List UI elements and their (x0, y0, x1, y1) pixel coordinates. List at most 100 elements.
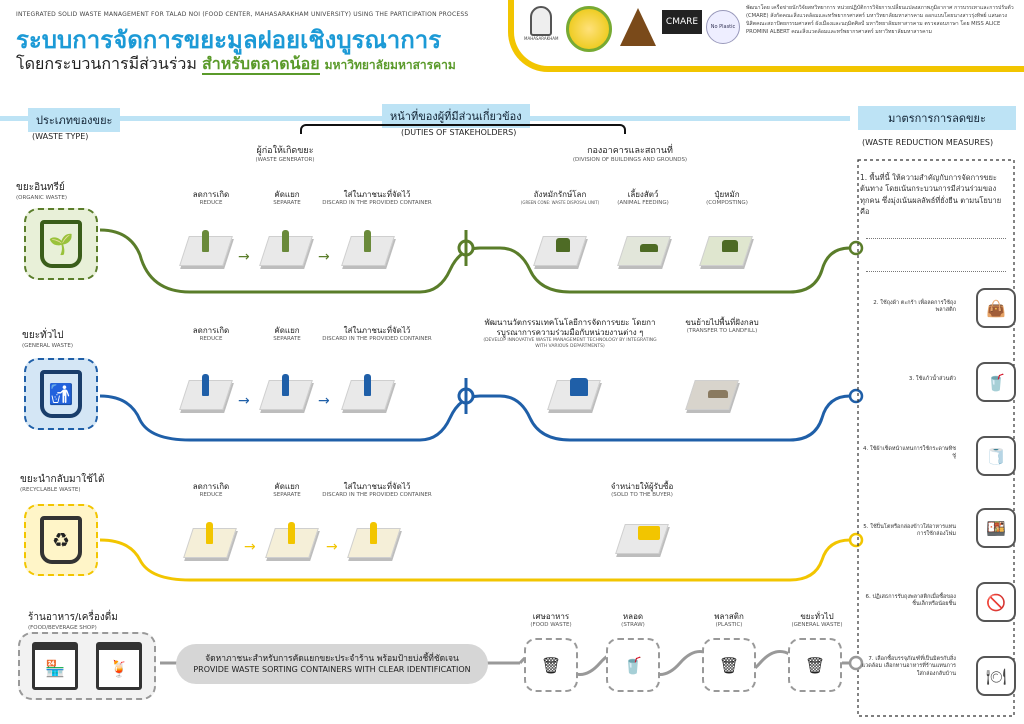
station-label-1: หลอด(STRAW) (598, 612, 668, 629)
noplastic-logo: No Plastic (706, 10, 740, 44)
person-trash-icon: 🚮 (40, 370, 82, 418)
recycle-step-1-th: คัดแยก (274, 482, 300, 491)
organic-tile-greencone (532, 232, 588, 272)
recycle-step-1-en: SEPARATE (273, 492, 301, 498)
division-en: (DIVISION OF BUILDINGS AND GROUNDS) (572, 157, 688, 164)
general-step-1-en: SEPARATE (273, 336, 301, 342)
general-title: ขยะทั่วไป (GENERAL WASTE) (22, 330, 112, 349)
recycle-step-0-th: ลดการเกิด (192, 482, 230, 491)
general-out-0: พัฒนานวัตกรรมเทคโนโลยีการจัดการขยะ โดยกา… (480, 318, 660, 349)
recycle-tile-discard (346, 522, 402, 564)
msu-logo: MAHASARAKHAM (524, 6, 558, 50)
tissue-icon: 🧻 (976, 436, 1016, 476)
measures-box (857, 159, 1015, 717)
organic-step-1-th: คัดแยก (274, 190, 300, 199)
generator-en: (WASTE GENERATOR) (255, 157, 315, 164)
measure-1: 1. พื้นที่นี้ ให้ความสำคัญกับการจัดการขย… (860, 173, 1002, 216)
organic-out-0: ถังหมักรักษ์โลก(GREEN CONE: WASTE DISPOS… (520, 190, 600, 205)
organic-step-0-th: ลดการเกิด (192, 190, 230, 199)
general-tile-separate (258, 374, 314, 416)
station-3-en: (GENERAL WASTE) (791, 622, 843, 628)
bag-icon: 👜 (976, 288, 1016, 328)
waste-type-heading: ประเภทของขยะ (28, 108, 121, 132)
cup-icon: 🥤 (976, 362, 1016, 402)
station-label-3: ขยะทั่วไป(GENERAL WASTE) (782, 612, 852, 629)
organic-step-0-en: REDUCE (199, 200, 223, 206)
general-tile-discard (340, 374, 396, 416)
waste-type-heading-en: (WASTE TYPE) (32, 132, 89, 141)
station-3-th: ขยะทั่วไป (800, 612, 834, 621)
recycle-out-0-th: จำหน่ายให้ผู้รับซื้อ (610, 482, 674, 491)
recycle-title: ขยะนำกลับมาใช้ได้ (RECYCLABLE WASTE) (20, 474, 130, 493)
organic-bin: 🌱 (24, 208, 98, 280)
organic-tile-discard (340, 230, 396, 272)
credit-text: พัฒนาโดย เครือข่ายนักวิจัยสหวิทยาการ หน่… (746, 5, 1014, 36)
subtitle-a: โดยกระบวนการมีส่วนร่วม (16, 54, 197, 73)
header-top-line: INTEGRATED SOLID WASTE MANAGEMENT FOR TA… (16, 11, 469, 18)
organic-name-en: (ORGANIC WASTE) (16, 194, 68, 201)
header: INTEGRATED SOLID WASTE MANAGEMENT FOR TA… (0, 0, 1024, 76)
recycle-icon: ♻ (40, 516, 82, 564)
recycle-out-0-en: (SOLD TO THE BUYER) (611, 492, 673, 498)
measure-5: 5. ใช้ปิ่นโตหรือกล่องข้าวใส่อาหารแทนการใ… (863, 524, 956, 538)
station-1-en: (STRAW) (621, 622, 645, 628)
recycle-step-2: ใส่ในภาชนะที่จัดไว้DISCARD IN THE PROVID… (312, 482, 442, 499)
general-out-0-en: (DEVELOP INNOVATIVE WASTE MANAGEMENT TEC… (483, 338, 657, 349)
organic-out-1-th: เลี้ยงสัตว์ (627, 190, 659, 199)
arrow-icon: → (238, 249, 250, 265)
shop-icon: 🍹 (96, 642, 142, 690)
organic-out-2-th: ปุ๋ยหมัก (714, 190, 740, 199)
arrow-icon: → (326, 539, 338, 555)
general-bin: 🚮 (24, 358, 98, 430)
shop-banner-en: PROVIDE WASTE SORTING CONTAINERS WITH CL… (193, 665, 471, 674)
plastic-bin-icon: 🗑 (702, 638, 756, 692)
recycle-name-en: (RECYCLABLE WASTE) (20, 486, 81, 493)
generator-th: ผู้ก่อให้เกิดขยะ (256, 146, 314, 156)
shop-banner-th: จัดหาภาชนะสำหรับการคัดแยกขยะประจำร้าน พร… (205, 654, 459, 664)
section-line-right (520, 116, 850, 121)
general-step-0-th: ลดการเกิด (192, 326, 230, 335)
straw-bin-icon: 🥤 (606, 638, 660, 692)
station-2-th: พลาสติก (714, 612, 744, 621)
measure-3: 3. ใช้แก้วน้ำส่วนตัว (908, 376, 956, 382)
general-step-2-en: DISCARD IN THE PROVIDED CONTAINER (322, 336, 432, 342)
general-out-1-en: (TRANSFER TO LANDFILL) (686, 328, 758, 334)
recycle-tile-buyer (614, 520, 670, 560)
organic-tile-reduce (178, 230, 234, 272)
station-label-0: เศษอาหาร(FOOD WASTE) (516, 612, 586, 629)
general-step-0-en: REDUCE (199, 336, 223, 342)
shop-name-en: (FOOD/BEVERAGE SHOP) (28, 624, 97, 631)
lunchbox-icon: 🍱 (976, 508, 1016, 548)
generator-label: ผู้ก่อให้เกิดขยะ (WASTE GENERATOR) (230, 146, 340, 164)
organic-out-1: เลี้ยงสัตว์(ANIMAL FEEDING) (608, 190, 678, 207)
general-step-2-th: ใส่ในภาชนะที่จัดไว้ (343, 326, 411, 335)
organic-step-2-en: DISCARD IN THE PROVIDED CONTAINER (322, 200, 432, 206)
subtitle-c: มหาวิทยาลัยมหาสารคาม (324, 58, 456, 72)
recycle-tile-separate (264, 522, 320, 564)
recycle-out-0: จำหน่ายให้ผู้รับซื้อ(SOLD TO THE BUYER) (592, 482, 692, 499)
food-waste-bin-icon: 🗑 (524, 638, 578, 692)
organic-tile-separate (258, 230, 314, 272)
shop-banner: จัดหาภาชนะสำหรับการคัดแยกขยะประจำร้าน พร… (176, 644, 488, 684)
recycle-step-2-en: DISCARD IN THE PROVIDED CONTAINER (322, 492, 432, 498)
arrow-icon: → (244, 539, 256, 555)
duties-heading-en: (DUTIES OF STAKEHOLDERS) (398, 128, 520, 137)
organic-step-1-en: SEPARATE (273, 200, 301, 206)
shop-title: ร้านอาหาร/เครื่องดื่ม (FOOD/BEVERAGE SHO… (28, 612, 158, 631)
flow-line-general (99, 394, 851, 442)
measures-heading-en: (WASTE REDUCTION MEASURES) (862, 138, 994, 147)
division-label: กองอาคารและสถานที่ (DIVISION OF BUILDING… (540, 146, 720, 164)
general-out-0-th: พัฒนานวัตกรรมเทคโนโลยีการจัดการขยะ โดยกา… (484, 318, 656, 337)
measure-2: 2. ใช้ถุงผ้า ตะกร้า เพื่อลดการใช้ถุงพลาส… (873, 300, 956, 314)
shop-name: ร้านอาหาร/เครื่องดื่ม (28, 612, 118, 623)
cmare-logo: CMARE (662, 10, 702, 34)
station-0-en: (FOOD WASTE) (530, 622, 572, 628)
arrow-icon: → (318, 393, 330, 409)
organic-out-1-en: (ANIMAL FEEDING) (617, 200, 669, 206)
flow-line-organic (99, 228, 851, 294)
subtitle-b: สำหรับตลาดน้อย (202, 54, 320, 75)
recycle-tile-reduce (182, 522, 238, 564)
